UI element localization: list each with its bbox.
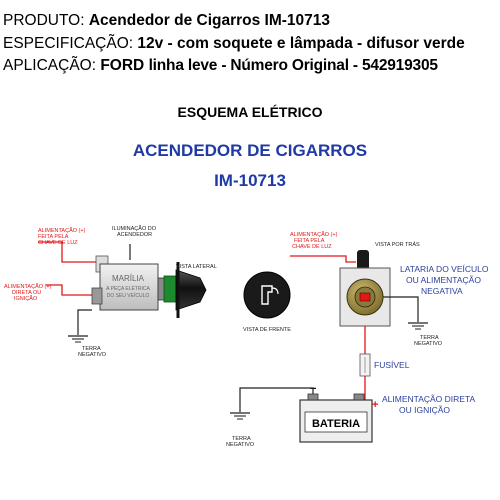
label-feed-direct: ALIMENTAÇÃO (+) [4, 283, 52, 290]
svg-text:NEGATIVA: NEGATIVA [421, 286, 463, 296]
label-ground-battery: TERRA [232, 436, 251, 442]
aplic-value: linha leve - Número Original - 542919305 [148, 57, 438, 74]
label-rear-view: VISTA POR TRÁS [375, 241, 420, 248]
header-produto: PRODUTO: Acendedor de Cigarros IM-10713 [3, 11, 330, 31]
ground-wire [77, 309, 92, 335]
svg-text:IGNIÇÃO: IGNIÇÃO [14, 295, 38, 302]
front-view-knob [243, 271, 291, 319]
svg-text:DO SEU VEÍCULO: DO SEU VEÍCULO [107, 292, 150, 299]
header-especificacao: ESPECIFICAÇÃO: 12v - com soquete e lâmpa… [3, 34, 465, 54]
label-feed-key-right: ALIMENTAÇÃO (+) [290, 231, 338, 238]
svg-text:FEITA PELA: FEITA PELA [38, 234, 69, 240]
espec-label: ESPECIFICAÇÃO: [3, 35, 134, 52]
lamp-socket-right [357, 250, 369, 270]
label-ground-right: TERRA [420, 335, 439, 341]
battery-label: BATERIA [312, 418, 360, 430]
label-lighting: ILUMINAÇÃO DO [112, 225, 157, 232]
red-wire-key-feed [38, 241, 100, 263]
lighter-body [99, 263, 159, 311]
section-title: ESQUEMA ELÉTRICO [177, 104, 323, 120]
aplic-brand: FORD [100, 57, 145, 74]
left-side-view: MARÍLIA A PEÇA ELÉTRICA DO SEU VEÍCULO A… [4, 225, 217, 358]
label-side-view: VISTA LATERAL [176, 264, 217, 270]
produto-value: Acendedor de Cigarros IM-10713 [88, 12, 331, 29]
svg-text:CHAVE DE LUZ: CHAVE DE LUZ [292, 244, 332, 250]
cigarette-icon [261, 285, 273, 305]
svg-text:FEITA PELA: FEITA PELA [294, 238, 325, 244]
svg-text:ACENDEDOR: ACENDEDOR [117, 232, 152, 238]
front-view: VISTA DE FRENTE [243, 271, 291, 333]
diagram-part-number: IM-10713 [214, 171, 286, 190]
lighter-knob [175, 269, 207, 311]
center-terminal [359, 292, 371, 302]
svg-text:NEGATIVO: NEGATIVO [414, 341, 443, 347]
label-ground-left: TERRA [82, 346, 101, 352]
diagram-title: ACENDEDOR DE CIGARROS [132, 141, 368, 160]
label-fuse: FUSÍVEL [374, 360, 410, 370]
svg-text:DIRETA OU: DIRETA OU [12, 290, 41, 296]
espec-value: 12v - com soquete e lâmpada - difusor ve… [137, 35, 465, 52]
label-feed-key: ALIMENTAÇÃO (+) [38, 227, 86, 234]
produto-label: PRODUTO: [3, 12, 85, 29]
header-aplicacao: APLICAÇÃO: FORD linha leve - Número Orig… [3, 56, 438, 76]
svg-text:OU ALIMENTAÇÃO: OU ALIMENTAÇÃO [406, 275, 481, 285]
svg-text:NEGATIVO: NEGATIVO [78, 352, 107, 358]
svg-text:CHAVE DE LUZ: CHAVE DE LUZ [38, 240, 78, 246]
svg-text:NEGATIVO: NEGATIVO [226, 442, 255, 448]
aplic-label: APLICAÇÃO: [3, 57, 97, 74]
brand-label: MARÍLIA [112, 274, 145, 283]
svg-text:OU IGNIÇÃO: OU IGNIÇÃO [399, 405, 450, 415]
label-body: LATARIA DO VEÍCULO [400, 264, 489, 274]
terminal [91, 287, 103, 305]
red-wire-direct-feed [46, 284, 92, 296]
label-feed-direct-right: ALIMENTAÇÃO DIRETA [382, 394, 476, 404]
body-ground-wire [383, 296, 419, 322]
green-diffuser [163, 275, 177, 303]
battery-ground-wire [239, 387, 314, 412]
label-front-view: VISTA DE FRENTE [243, 327, 291, 333]
battery-plus: + [372, 399, 378, 411]
right-rear-view: BATERIA − + ALIMENTAÇÃO (+) FEITA PELA C… [226, 231, 489, 448]
svg-text:A PEÇA ELÉTRICA: A PEÇA ELÉTRICA [106, 285, 150, 292]
red-wire-key-feed-right [290, 255, 356, 263]
